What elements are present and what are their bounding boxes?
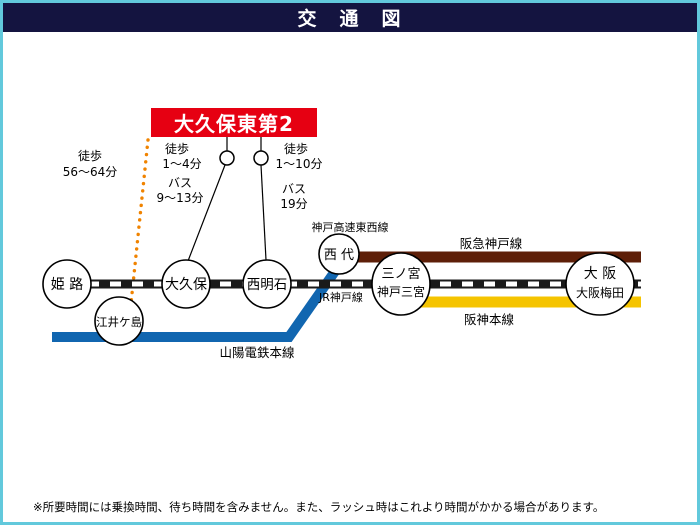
walk-label-eigashima: 徒歩 (78, 148, 102, 163)
line-label-jr-kobe: JR神戸線 (318, 290, 363, 304)
bus-label-nishiakashi: バス (282, 182, 306, 196)
walk-label-nishiakashi: 徒歩 (284, 141, 308, 156)
station-label-nishiakashi: 西明石 (247, 277, 288, 293)
station-circle-nishiakashi (242, 259, 292, 309)
walk-label-okubo: 徒歩 (165, 141, 189, 156)
station-circle-osaka (565, 252, 635, 316)
bus-time-nishiakashi: 19分 (280, 197, 307, 211)
bus-stop-2-icon (253, 150, 269, 166)
line-label-hanshin-main: 阪神本線 (464, 312, 515, 327)
station-label-osaka-umeda: 大阪梅田 (576, 285, 624, 300)
property-banner: 大久保東第2 (151, 108, 317, 137)
footer-note: ※所要時間には乗換時間、待ち時間を含みません。また、ラッシュ時はこれより時間がか… (33, 500, 605, 514)
station-circle-okubo (161, 259, 211, 309)
title-bar: 交 通 図 (3, 3, 697, 32)
walk-time-nishiakashi: 1～10分 (276, 157, 323, 171)
bus-route-line-nishiakashi (260, 164, 267, 261)
line-label-hankyu-kobe: 阪急神戸線 (460, 236, 523, 251)
station-label-okubo: 大久保 (165, 277, 207, 293)
station-label-osaka: 大 阪 (584, 266, 616, 282)
property-name: 大久保東第2 (174, 112, 294, 136)
bus-time-okubo: 9～13分 (157, 191, 204, 205)
station-label-himeji: 姫 路 (51, 277, 83, 293)
walk-time-eigashima: 56～64分 (63, 165, 118, 179)
walk-time-okubo: 1～4分 (162, 157, 201, 171)
station-circle-sannomiya (371, 252, 431, 316)
station-circle-nishidai (318, 233, 360, 275)
bus-label-okubo: バス (168, 176, 192, 190)
route-map-canvas: 姫 路 大久保 西明石 江井ケ島 西 代 三ノ宮 神戸三宮 大 阪 大阪梅田 神… (42, 137, 641, 360)
bus-stop-1-icon (219, 150, 235, 166)
line-label-kobe-kosoku-tozai: 神戸高速東西線 (312, 220, 389, 234)
station-label-kobe-sannomiya: 神戸三宮 (377, 284, 425, 299)
station-label-eigashima: 江井ケ島 (96, 315, 142, 329)
station-circle-himeji (42, 259, 92, 309)
bus-route-line-okubo (187, 164, 226, 262)
station-circle-eigashima (94, 296, 144, 346)
line-label-sanyo-main: 山陽電鉄本線 (219, 345, 295, 360)
station-label-nishidai: 西 代 (324, 248, 354, 263)
page-title: 交 通 図 (297, 8, 403, 30)
station-label-sannomiya: 三ノ宮 (381, 266, 420, 282)
